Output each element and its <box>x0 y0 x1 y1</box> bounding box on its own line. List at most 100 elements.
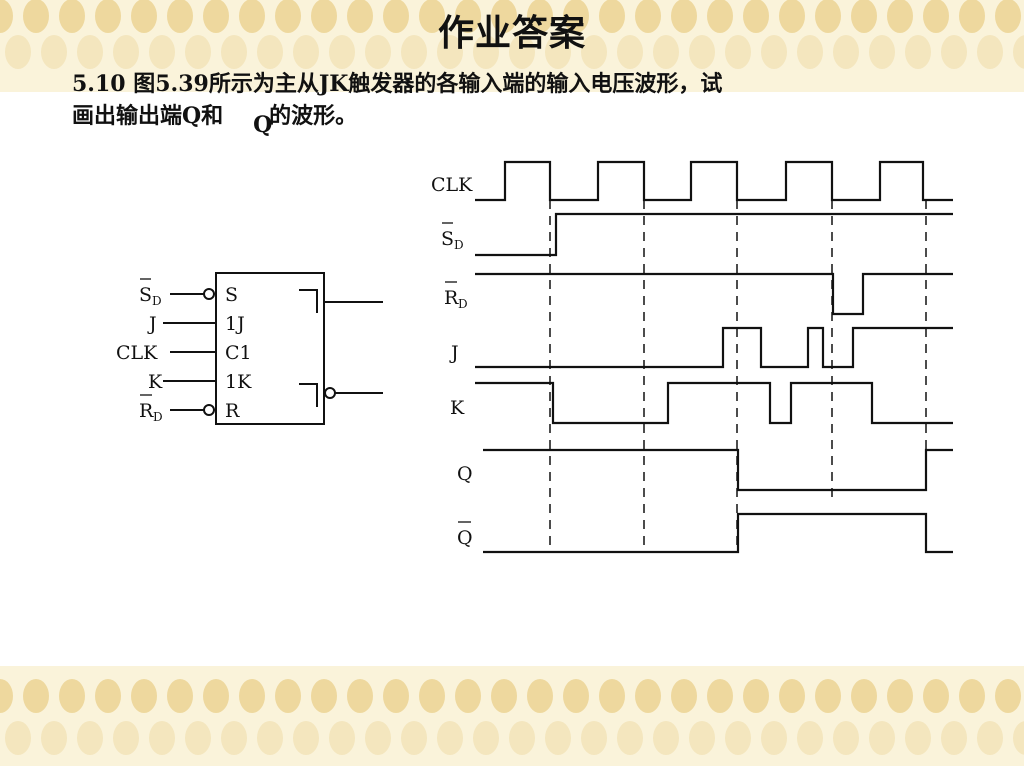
decorative-dot <box>725 721 751 755</box>
decorative-dot <box>383 679 409 713</box>
decorative-dot <box>167 0 193 33</box>
signal-label-sd-main: S <box>441 228 454 250</box>
signal-label-qbar: Q <box>457 521 473 549</box>
pin-label-1j: 1J <box>225 313 245 335</box>
decorative-dot <box>77 35 103 69</box>
decorative-dot <box>779 0 805 33</box>
decorative-dot <box>869 35 895 69</box>
decorative-dot <box>527 0 553 33</box>
signal-label-rd: R D <box>444 281 468 311</box>
figure-diagram: S 1J C1 1K R S D J CLK K R D CLK <box>116 160 953 554</box>
decorative-dot <box>77 721 103 755</box>
decorative-dot <box>0 0 13 33</box>
input-label-rd: R D <box>139 394 163 424</box>
decorative-dot <box>887 679 913 713</box>
decorative-band-bottom <box>0 666 1024 766</box>
decorative-dot <box>257 721 283 755</box>
rd-input-bubble <box>203 404 215 416</box>
decorative-dot <box>851 0 877 33</box>
decorative-dot <box>95 679 121 713</box>
decorative-dot <box>905 35 931 69</box>
question-line-2-end: 的波形。 <box>269 103 358 129</box>
decorative-dot <box>995 679 1021 713</box>
decorative-dot <box>329 721 355 755</box>
decorative-dot <box>815 0 841 33</box>
waveform-sd <box>475 212 953 257</box>
decorative-dot <box>563 0 589 33</box>
decorative-dot <box>599 679 625 713</box>
decorative-dot <box>581 721 607 755</box>
decorative-dot <box>401 35 427 69</box>
decorative-dot <box>455 0 481 33</box>
decorative-dot <box>491 679 517 713</box>
input-label-k: K <box>148 371 163 393</box>
decorative-dot <box>5 721 31 755</box>
decorative-dot <box>167 679 193 713</box>
decorative-dot <box>365 35 391 69</box>
question-line-2-start: 画出输出端Q和 <box>72 103 224 129</box>
question-line-1: 5.10 图5.39所示为主从JK触发器的各输入端的输入电压波形，试 <box>72 71 723 97</box>
decorative-dot <box>707 0 733 33</box>
decorative-dot <box>923 679 949 713</box>
decorative-dot <box>221 721 247 755</box>
decorative-dot <box>671 679 697 713</box>
decorative-dot <box>113 35 139 69</box>
waveform-clk <box>475 160 953 202</box>
sd-input-bubble <box>203 288 215 300</box>
decorative-dot <box>455 679 481 713</box>
input-label-j: J <box>147 313 157 335</box>
decorative-dot <box>311 0 337 33</box>
decorative-dot <box>131 679 157 713</box>
waveform-j <box>475 326 953 369</box>
decorative-dot <box>527 679 553 713</box>
pin-label-1k: 1K <box>225 371 252 393</box>
jk-flipflop-symbol: S 1J C1 1K R S D J CLK K R D <box>116 272 383 425</box>
decorative-dot <box>761 721 787 755</box>
question-text: 5.10 图5.39所示为主从JK触发器的各输入端的输入电压波形，试 画出输出端… <box>72 68 952 138</box>
figure-panel: S 1J C1 1K R S D J CLK K R D CLK <box>103 150 958 570</box>
decorative-dot <box>347 0 373 33</box>
decorative-dot <box>41 721 67 755</box>
decorative-dot <box>401 721 427 755</box>
decorative-dot <box>833 721 859 755</box>
decorative-dot <box>563 679 589 713</box>
decorative-dot <box>23 0 49 33</box>
decorative-dot <box>95 0 121 33</box>
decorative-dot <box>419 0 445 33</box>
input-label-sd-main: S <box>139 284 152 306</box>
slide-title: 作业答案 <box>437 13 586 54</box>
decorative-dot <box>437 35 463 69</box>
waveform-q <box>483 448 953 492</box>
input-label-sd: S D <box>139 278 162 308</box>
input-label-clk: CLK <box>116 342 158 364</box>
decorative-dot <box>599 0 625 33</box>
pin-label-r: R <box>225 400 240 422</box>
decorative-dot <box>761 35 787 69</box>
decorative-dot <box>635 679 661 713</box>
decorative-dot <box>923 0 949 33</box>
decorative-dot <box>419 679 445 713</box>
waveform-rd <box>475 272 953 316</box>
decorative-dot <box>653 35 679 69</box>
decorative-dot <box>59 0 85 33</box>
decorative-dot <box>617 721 643 755</box>
decorative-dot <box>473 35 499 69</box>
decorative-dot <box>131 0 157 33</box>
decorative-dot <box>815 679 841 713</box>
decorative-dot <box>545 35 571 69</box>
decorative-dot <box>185 721 211 755</box>
input-label-rd-sub: D <box>153 410 163 424</box>
decorative-dot <box>977 35 1003 69</box>
decorative-dot <box>257 35 283 69</box>
decorative-dot <box>239 0 265 33</box>
decorative-dot <box>635 0 661 33</box>
decorative-dot <box>779 679 805 713</box>
decorative-dot <box>383 0 409 33</box>
decorative-dot <box>959 0 985 33</box>
decorative-dot <box>203 679 229 713</box>
decorative-dot <box>1013 35 1024 69</box>
decorative-dot <box>689 35 715 69</box>
decorative-dot <box>671 0 697 33</box>
decorative-dot <box>689 721 715 755</box>
decorative-dot <box>365 721 391 755</box>
